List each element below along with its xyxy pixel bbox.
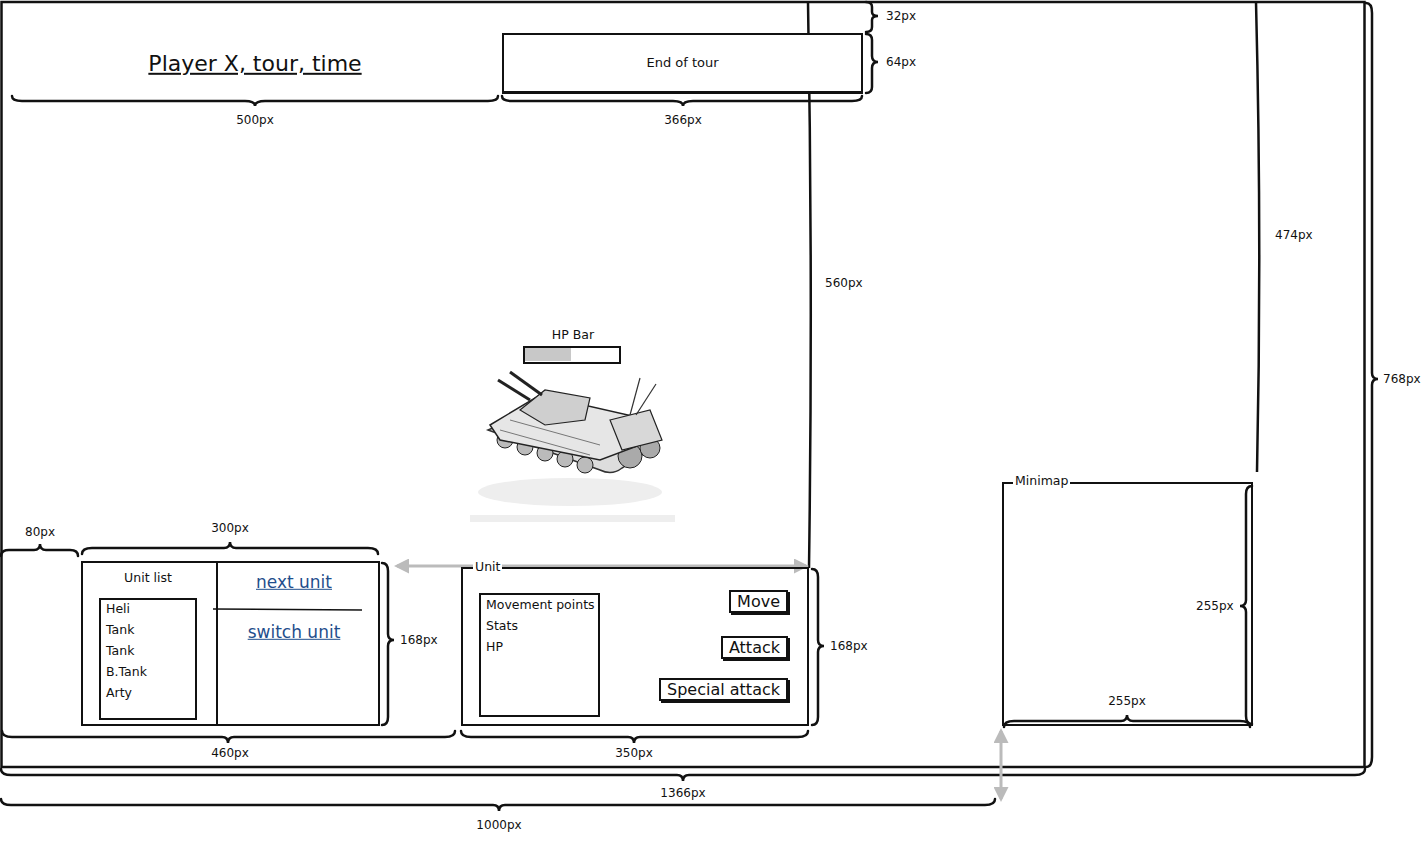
stat-line: Stats [486,618,518,633]
list-item: Heli [106,601,130,616]
button-label: Attack [729,638,780,657]
list-item: Tank [106,622,134,637]
dimension-label: 350px [615,746,653,760]
panel-heading: Minimap [1013,473,1070,488]
action-button: Attack [721,636,788,659]
dimension-label: 300px [211,521,249,535]
link-text: switch unit [248,622,341,642]
dimension-label: 255px [1196,599,1234,613]
dimension-label: 366px [664,113,702,127]
dimension-label: 560px [825,276,863,290]
hp-bar: HP Bar [523,346,621,364]
unit-list-panel: Unit listnext unitswitch unitHeliTankTan… [81,561,380,726]
screen-header: Player X, tour, time [148,51,361,77]
unit-panel: UnitMovement pointsStatsHPMoveAttackSpec… [461,567,809,726]
dimension-label: 64px [886,55,916,69]
dimension-label: 32px [886,9,916,23]
panel-heading: Unit list [124,570,172,585]
stat-line: HP [486,639,503,654]
dimension-label: 500px [236,113,274,127]
dimension-label: 768px [1383,372,1421,386]
end-turn-button: End of tour [502,33,863,94]
button-label: Special attack [667,680,780,699]
dimension-label: 474px [1275,228,1313,242]
tank-illustration [470,372,675,522]
action-button: Move [729,590,788,613]
button-label: End of tour [646,55,718,71]
list-item: Tank [106,643,134,658]
panel-heading: Unit [473,559,502,574]
button-label: Move [737,592,780,611]
dimension-label: 460px [211,746,249,760]
dimension-label: 168px [830,639,868,653]
dimension-label: 168px [400,633,438,647]
dimension-label: 1366px [660,786,705,800]
action-button: Special attack [659,678,788,701]
unit-list-box: HeliTankTankB.TankArty [99,598,197,720]
link-text: next unit [256,572,332,592]
dimension-label: 80px [25,525,55,539]
list-item: Arty [106,685,132,700]
list-item: B.Tank [106,664,147,679]
bar-caption: HP Bar [552,327,594,342]
dimension-label: 1000px [476,818,521,832]
unit-stats-box: Movement pointsStatsHP [479,593,600,717]
dimension-label: 255px [1108,694,1146,708]
stat-line: Movement points [486,597,595,612]
